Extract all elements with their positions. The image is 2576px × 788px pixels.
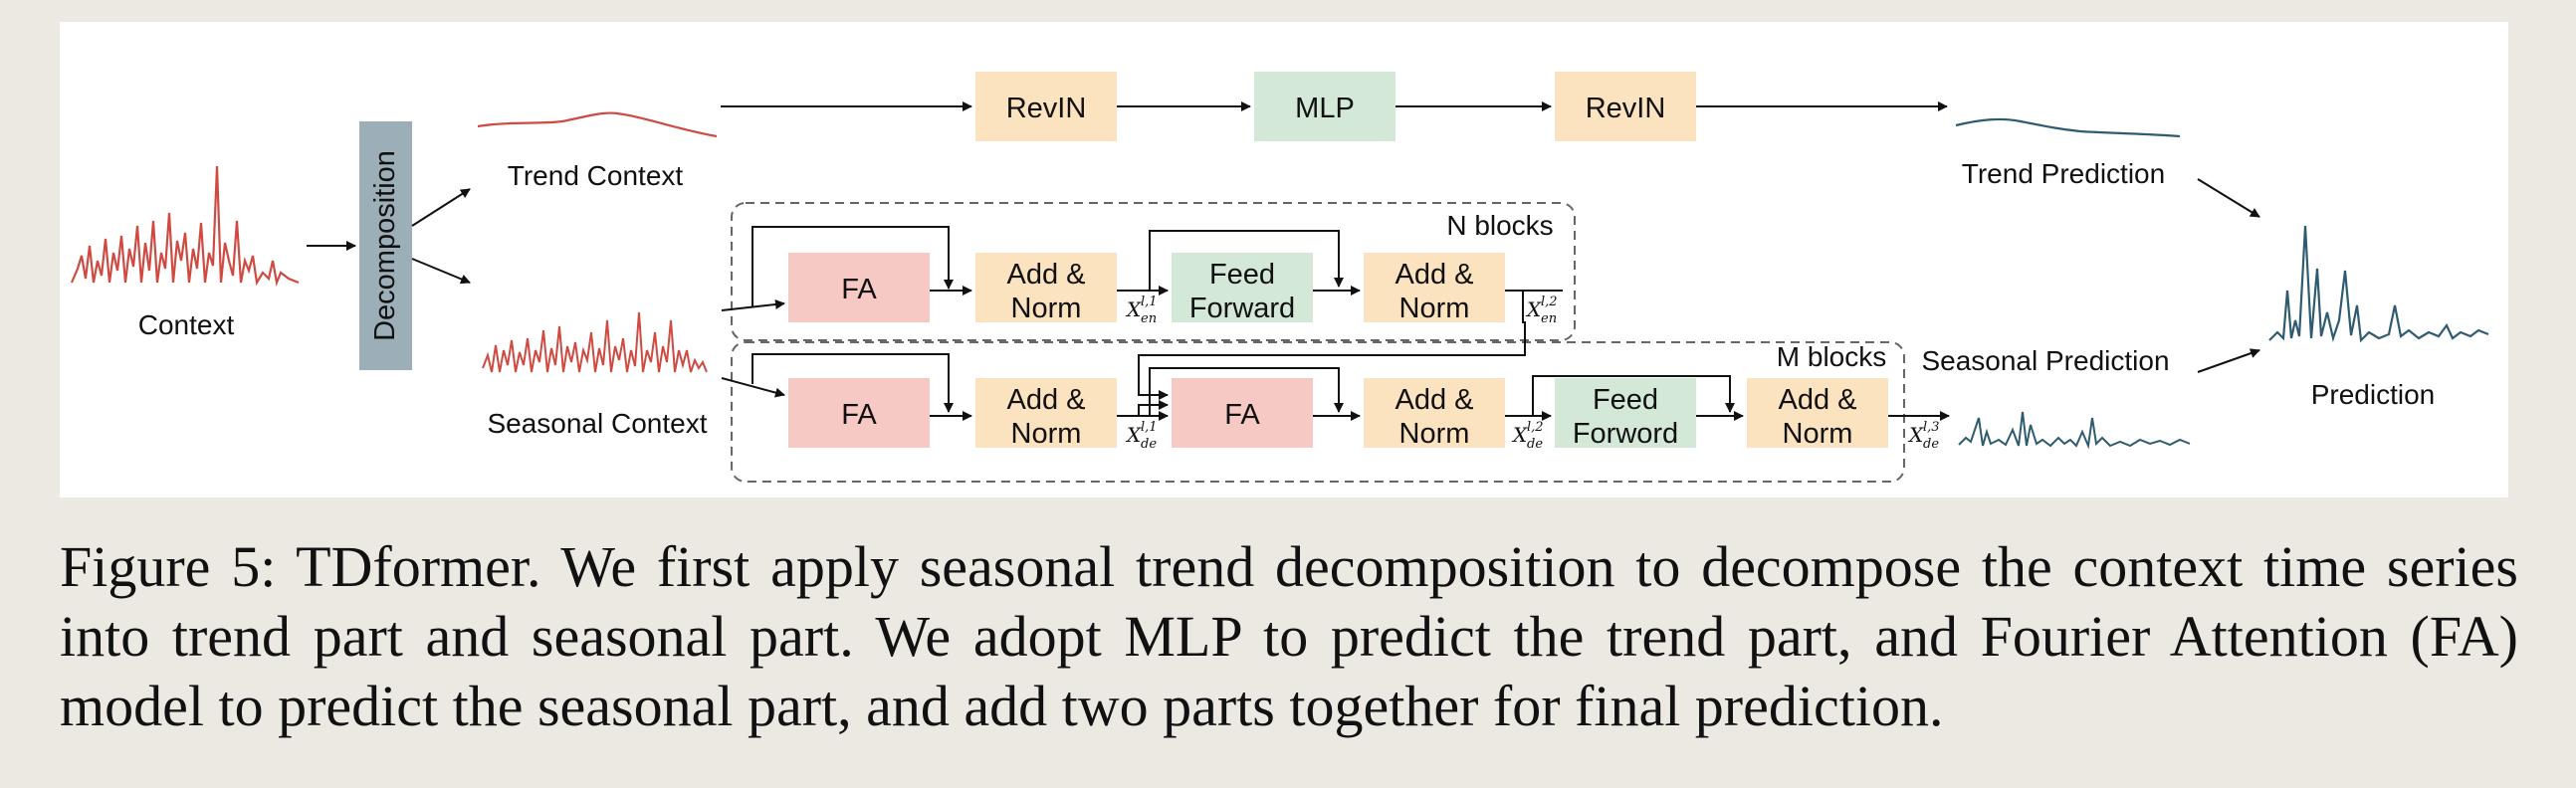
n-blocks-label: N blocks: [1446, 210, 1553, 241]
svg-text:X: X: [1525, 297, 1542, 321]
encoder-addnorm-box-2: [1364, 253, 1505, 322]
decoder-fa-box-2: [1172, 378, 1313, 448]
decoder-feedforward-box: [1555, 378, 1696, 448]
trend-prediction-label: Trend Prediction: [1962, 158, 2165, 189]
encoder-output-2-symbol: X l,2 en: [1525, 295, 1558, 326]
decoder-feedforward-label-a: Feed: [1593, 384, 1658, 416]
decoder-fa-box-1: [788, 378, 930, 448]
n-blocks-frame: [731, 202, 1576, 341]
decoder-addnorm-label-3b: Norm: [1783, 418, 1853, 450]
encoder-feedforward-label-a: Feed: [1209, 259, 1275, 291]
final-prediction-signal: [2268, 225, 2489, 343]
prediction-label: Prediction: [2311, 379, 2436, 410]
seasonal-prediction-signal: [1958, 411, 2191, 450]
svg-text:de: de: [1141, 437, 1157, 452]
decoder-addnorm-box-2: [1364, 378, 1505, 448]
encoder-output-1-symbol: X l,1 en: [1125, 295, 1158, 326]
mlp-label: MLP: [1295, 93, 1355, 124]
svg-text:l,2: l,2: [1527, 420, 1544, 435]
decoder-output-1-symbol: X l,1 de: [1125, 420, 1158, 452]
decoder-addnorm-box-1: [975, 378, 1117, 448]
trend-context-label: Trend Context: [508, 160, 684, 191]
decomposition-label: Decomposition: [369, 150, 401, 341]
encoder-addnorm-label-2a: Add &: [1395, 259, 1474, 291]
encoder-addnorm-label-1b: Norm: [1011, 293, 1082, 324]
svg-text:en: en: [1541, 311, 1557, 326]
svg-text:X: X: [1125, 423, 1142, 447]
svg-text:en: en: [1141, 311, 1157, 326]
encoder-fa-label: FA: [841, 274, 877, 305]
revin-label-2: RevIN: [1586, 93, 1666, 124]
mlp-box: [1254, 72, 1395, 141]
svg-text:X: X: [1125, 297, 1142, 321]
trend-context-signal: [477, 111, 718, 138]
trend-prediction-signal: [1955, 117, 2181, 138]
revin-box-2: [1555, 72, 1696, 141]
decoder-fa-label-2: FA: [1224, 399, 1260, 431]
svg-text:l,1: l,1: [1141, 295, 1158, 309]
decoder-output-3-symbol: X l,3 de: [1907, 420, 1940, 452]
svg-text:l,2: l,2: [1541, 295, 1558, 309]
svg-text:X: X: [1511, 423, 1528, 447]
svg-text:X: X: [1907, 423, 1924, 447]
decoder-addnorm-label-2b: Norm: [1399, 418, 1470, 450]
revin-box-1: [975, 72, 1117, 141]
decoder-fa-label-1: FA: [841, 399, 877, 431]
decoder-addnorm-label-1b: Norm: [1011, 418, 1082, 450]
tdformer-diagram: Decomposition RevIN MLP RevIN FA Add & N…: [60, 22, 2508, 497]
svg-text:l,3: l,3: [1923, 420, 1940, 435]
encoder-fa-box: [788, 253, 930, 322]
decoder-addnorm-box-3: [1747, 378, 1888, 448]
svg-text:de: de: [1527, 437, 1543, 452]
seasonal-context-signal: [482, 311, 708, 373]
revin-label-1: RevIN: [1006, 93, 1087, 124]
figure-caption: Figure 5: TDformer. We first apply seaso…: [60, 534, 2518, 738]
context-signal: [70, 165, 300, 287]
seasonal-context-label: Seasonal Context: [487, 408, 707, 439]
seasonal-prediction-label: Seasonal Prediction: [1921, 345, 2169, 376]
svg-text:l,1: l,1: [1141, 420, 1158, 435]
encoder-addnorm-label-1a: Add &: [1007, 259, 1086, 291]
encoder-feedforward-label-b: Forward: [1189, 293, 1295, 324]
connector-arrows: [307, 101, 2260, 421]
encoder-feedforward-box: [1172, 253, 1313, 322]
svg-text:de: de: [1923, 437, 1939, 452]
encoder-addnorm-box-1: [975, 253, 1117, 322]
decoder-feedforward-label-b: Forword: [1573, 418, 1678, 450]
decoder-addnorm-label-2a: Add &: [1395, 384, 1474, 416]
context-label: Context: [138, 309, 235, 340]
decomposition-block: [359, 121, 412, 370]
decoder-output-2-symbol: X l,2 de: [1511, 420, 1544, 452]
m-blocks-label: M blocks: [1777, 341, 1886, 372]
decoder-addnorm-label-3a: Add &: [1779, 384, 1857, 416]
decoder-addnorm-label-1a: Add &: [1007, 384, 1086, 416]
encoder-addnorm-label-2b: Norm: [1399, 293, 1470, 324]
m-blocks-frame: [731, 341, 1905, 483]
